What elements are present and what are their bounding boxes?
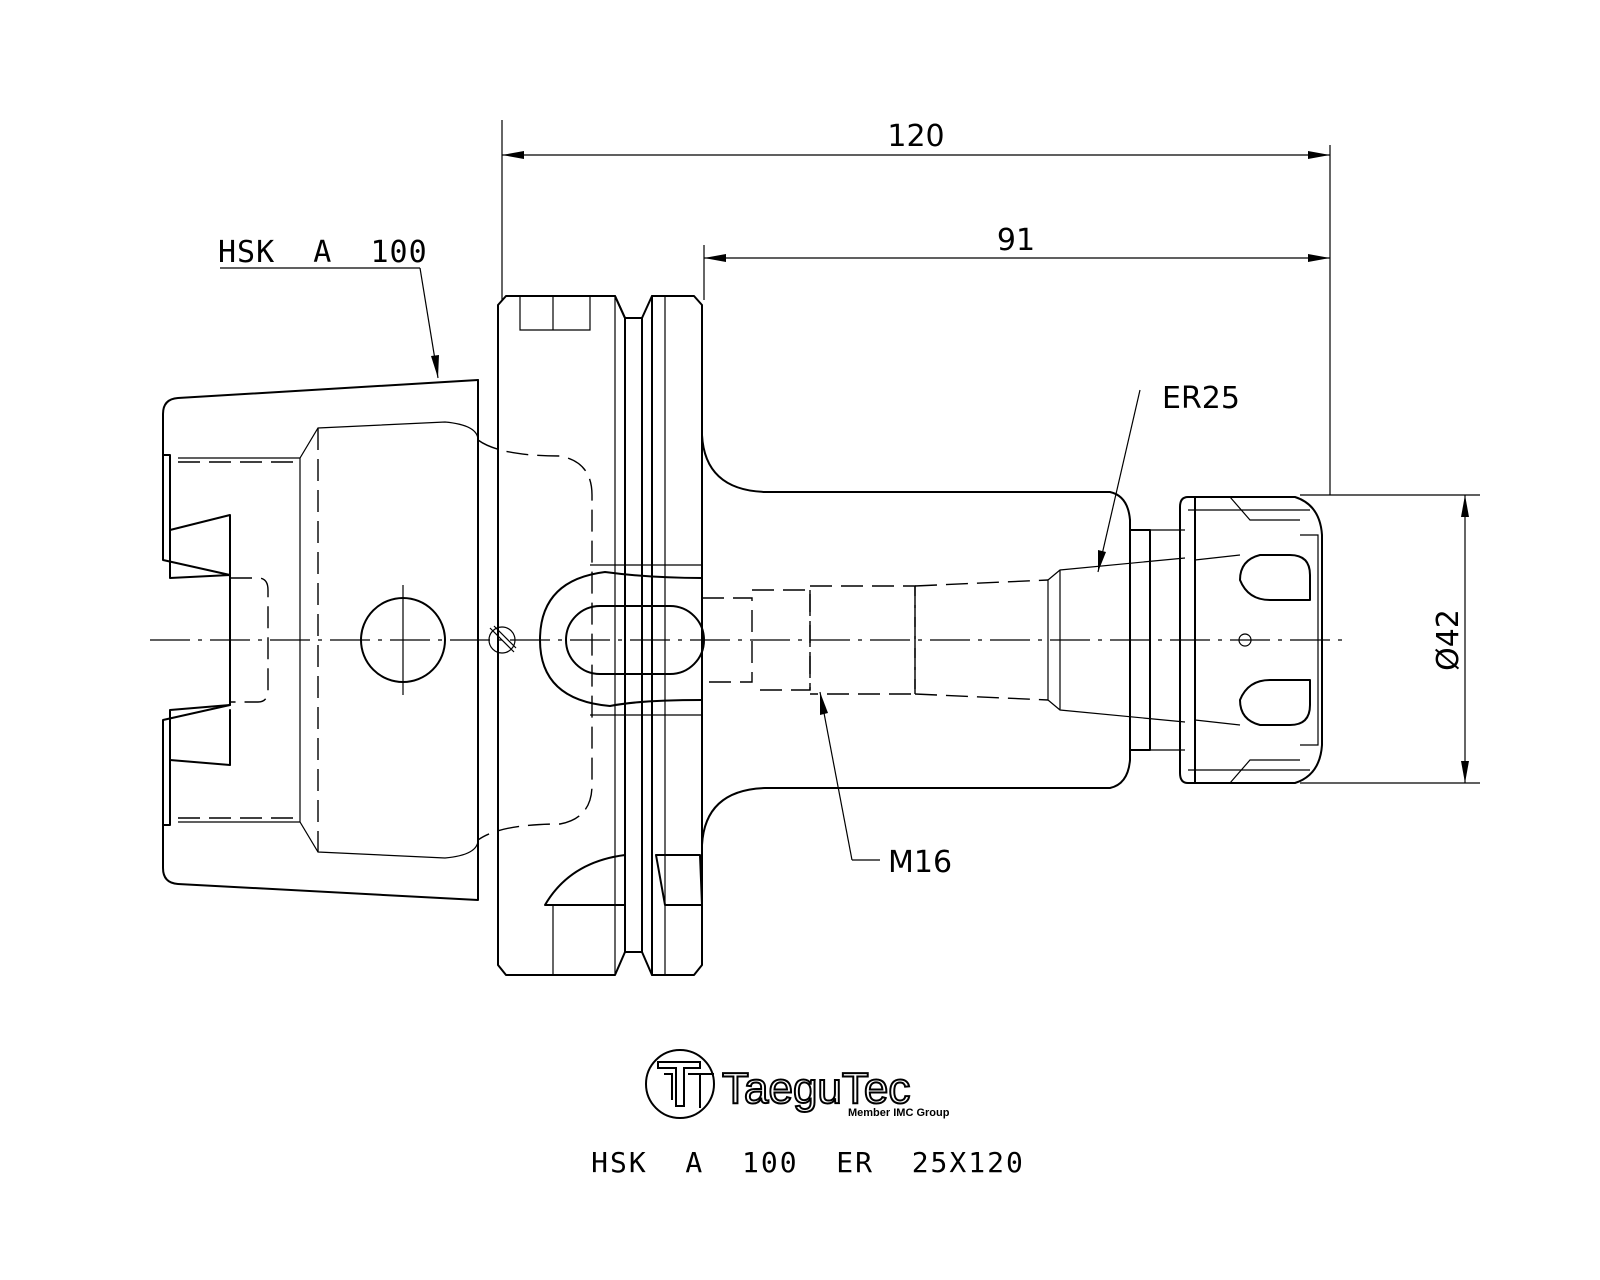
logo-brand-text: TaeguTec [722, 1064, 910, 1113]
dimension-91-label: 91 [997, 223, 1035, 258]
hsk-taper-shank [162, 379, 479, 901]
callout-collet: ER25 [1097, 381, 1240, 573]
callout-thread-label: M16 [888, 845, 952, 880]
callout-shank-label: HSK A 100 [218, 235, 428, 270]
tool-body [701, 434, 1186, 846]
callout-collet-label: ER25 [1162, 381, 1240, 416]
er-nut [1179, 496, 1323, 784]
dimension-gauge-length: 91 [703, 223, 1330, 300]
drawing-title: HSK A 100 ER 25X120 [591, 1146, 1025, 1179]
logo-tagline-text: Member IMC Group [848, 1107, 950, 1119]
dimension-diameter-label: Ø42 [1431, 609, 1466, 671]
callout-thread: M16 [819, 691, 952, 880]
flange [477, 295, 705, 976]
dimension-120-label: 120 [887, 119, 944, 154]
callout-shank: HSK A 100 [218, 235, 439, 379]
taegutec-logo: TaeguTec Member IMC Group [645, 1049, 950, 1119]
dimension-overall-length: 120 [501, 119, 1331, 495]
dimension-diameter: Ø42 [1300, 494, 1480, 784]
